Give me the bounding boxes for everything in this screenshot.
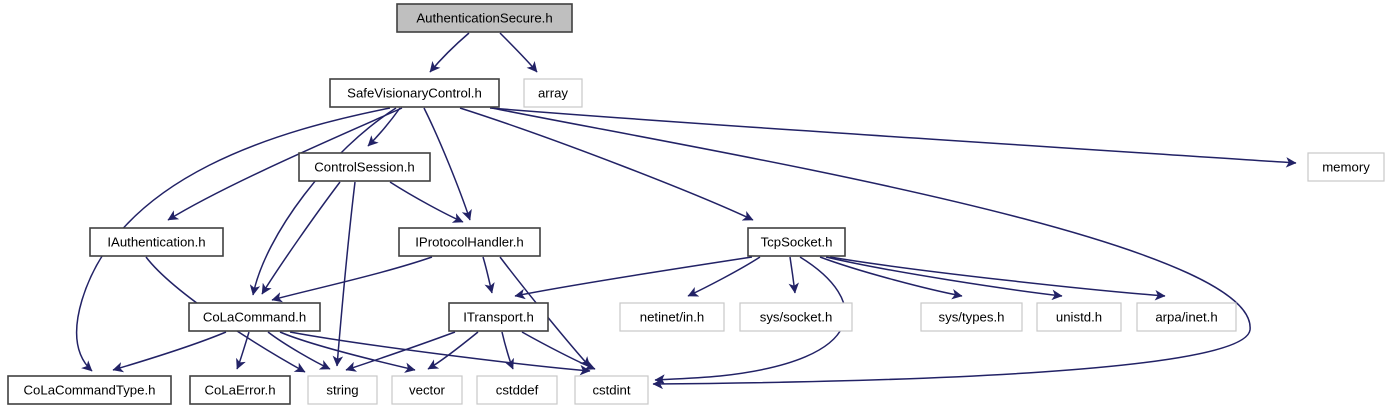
node-colacmdtyp[interactable]: CoLaCommandType.h (7, 375, 172, 405)
edge-colacmd-to-cstdint (289, 331, 591, 376)
node-label-vector: vector (409, 382, 446, 397)
node-label-cstdint: cstdint (592, 382, 630, 397)
node-auth[interactable]: AuthenticationSecure.h (396, 3, 573, 33)
node-label-tcp: TcpSocket.h (761, 234, 833, 249)
edge-itransport-to-string (345, 331, 456, 372)
node-box-colacmd[interactable] (188, 302, 321, 332)
node-box-cstddef[interactable] (476, 375, 558, 405)
node-label-array: array (538, 85, 568, 100)
node-unistd[interactable]: unistd.h (1036, 302, 1122, 332)
edge-svc-to-memory (489, 107, 1297, 168)
edge-tcp-to-systypes (819, 256, 963, 300)
node-label-itransport: ITransport.h (463, 309, 534, 324)
edge-svc-to-iproto (423, 107, 472, 221)
node-box-colaerr[interactable] (189, 375, 291, 405)
node-label-netinet: netinet/in.h (640, 309, 705, 324)
edge-auth-to-array (499, 32, 538, 73)
node-array[interactable]: array (523, 78, 583, 108)
node-label-arpa: arpa/inet.h (1155, 309, 1217, 324)
edge-svc-to-colacmd (249, 107, 397, 296)
edge-svc-to-tcp (459, 107, 754, 221)
node-box-cstdint[interactable] (574, 375, 649, 405)
edge-itransport-to-cstddef (501, 331, 514, 370)
node-box-ctrlsess[interactable] (298, 152, 431, 182)
edge-svc-to-iauth (167, 107, 403, 221)
node-box-memory[interactable] (1307, 152, 1385, 182)
node-box-auth[interactable] (396, 3, 573, 33)
node-box-string[interactable] (307, 375, 378, 405)
node-string[interactable]: string (307, 375, 378, 405)
node-colaerr[interactable]: CoLaError.h (189, 375, 291, 405)
node-box-netinet[interactable] (619, 302, 725, 332)
node-label-ctrlsess: ControlSession.h (314, 159, 414, 174)
node-label-auth: AuthenticationSecure.h (416, 10, 552, 25)
node-systypes[interactable]: sys/types.h (920, 302, 1023, 332)
edge-svc-to-colacmdtyp (75, 107, 391, 372)
node-box-vector[interactable] (391, 375, 463, 405)
node-label-string: string (326, 382, 358, 397)
node-box-arpa[interactable] (1136, 302, 1237, 332)
node-iauth[interactable]: IAuthentication.h (89, 227, 224, 257)
edge-iproto-to-colacmd (271, 256, 433, 303)
edge-ctrlsess-to-string (332, 181, 356, 367)
node-label-iproto: IProtocolHandler.h (415, 234, 524, 249)
node-vector[interactable]: vector (391, 375, 463, 405)
edge-iproto-to-itransport (482, 256, 495, 294)
node-cstdint[interactable]: cstdint (574, 375, 649, 405)
edge-tcp-to-netinet (687, 256, 761, 297)
node-box-iproto[interactable] (398, 227, 541, 257)
node-tcp[interactable]: TcpSocket.h (747, 227, 846, 257)
node-label-iauth: IAuthentication.h (107, 234, 205, 249)
node-box-itransport[interactable] (448, 302, 549, 332)
node-label-memory: memory (1322, 159, 1370, 174)
edge-tcp-to-syssocket (788, 256, 799, 294)
edge-ctrlsess-to-iproto (389, 181, 464, 223)
node-box-systypes[interactable] (920, 302, 1023, 332)
edge-tcp-to-itransport (514, 256, 753, 300)
node-box-array[interactable] (523, 78, 583, 108)
node-label-colacmd: CoLaCommand.h (203, 309, 306, 324)
edge-itransport-to-vector (427, 331, 479, 370)
node-box-syssocket[interactable] (739, 302, 853, 332)
node-cstddef[interactable]: cstddef (476, 375, 558, 405)
node-label-syssocket: sys/socket.h (760, 309, 833, 324)
node-label-unistd: unistd.h (1056, 309, 1102, 324)
node-netinet[interactable]: netinet/in.h (619, 302, 725, 332)
node-label-systypes: sys/types.h (939, 309, 1005, 324)
node-svc[interactable]: SafeVisionaryControl.h (329, 78, 500, 108)
edge-tcp-to-unistd (825, 256, 1063, 301)
node-box-tcp[interactable] (747, 227, 846, 257)
node-itransport[interactable]: ITransport.h (448, 302, 549, 332)
edge-svc-to-cstdint (491, 107, 1251, 390)
node-label-colaerr: CoLaError.h (204, 382, 275, 397)
edge-colacmd-to-vector (279, 331, 416, 373)
edge-colacmd-to-colaerr (236, 331, 250, 370)
node-label-colacmdtyp: CoLaCommandType.h (24, 382, 156, 397)
node-syssocket[interactable]: sys/socket.h (739, 302, 853, 332)
node-ctrlsess[interactable]: ControlSession.h (298, 152, 431, 182)
node-label-cstddef: cstddef (496, 382, 539, 397)
node-iproto[interactable]: IProtocolHandler.h (398, 227, 541, 257)
node-box-colacmdtyp[interactable] (7, 375, 172, 405)
node-arpa[interactable]: arpa/inet.h (1136, 302, 1237, 332)
node-colacmd[interactable]: CoLaCommand.h (188, 302, 321, 332)
node-memory[interactable]: memory (1307, 152, 1385, 182)
edge-svc-to-ctrlsess (367, 107, 401, 147)
edge-ctrlsess-to-colacmd (261, 181, 341, 295)
edge-colacmd-to-colacmdtyp (112, 331, 227, 373)
edge-tcp-to-arpa (829, 256, 1166, 301)
edge-auth-to-svc (429, 32, 470, 73)
node-box-unistd[interactable] (1036, 302, 1122, 332)
node-box-svc[interactable] (329, 78, 500, 108)
edge-itransport-to-cstdint (521, 331, 596, 371)
node-label-svc: SafeVisionaryControl.h (347, 85, 482, 100)
node-box-iauth[interactable] (89, 227, 224, 257)
edge-colacmd-to-string (267, 331, 331, 370)
edge-tcp-to-cstdint (654, 256, 846, 385)
node-layer: AuthenticationSecure.hSafeVisionaryContr… (7, 3, 1385, 405)
